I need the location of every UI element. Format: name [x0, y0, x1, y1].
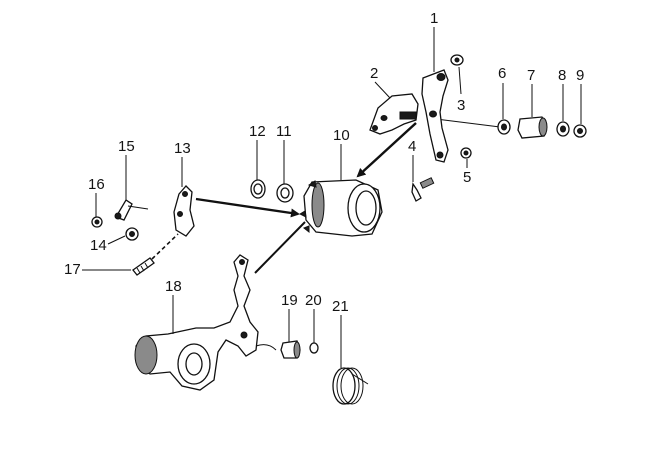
part-6-washer — [497, 119, 511, 135]
callout-label: 6 — [498, 65, 506, 82]
callout-label: 14 — [90, 237, 107, 254]
callout-label: 18 — [165, 278, 182, 295]
callout-15: 15 — [118, 138, 135, 200]
part-13-lever — [173, 185, 195, 237]
callout-label: 9 — [576, 67, 584, 84]
part-3-nut — [450, 54, 464, 66]
callout-12: 12 — [249, 123, 266, 180]
part-9-nut — [573, 124, 587, 138]
callout-3: 3 — [457, 66, 465, 114]
part-2-bracket-plate — [369, 93, 419, 135]
callout-label: 16 — [88, 176, 105, 193]
callout-18: 18 — [165, 278, 182, 334]
callout-label: 3 — [457, 97, 465, 114]
part-4-pin-clip — [411, 177, 435, 202]
callout-2: 2 — [370, 65, 391, 99]
callout-label: 20 — [305, 292, 322, 309]
callout-label: 1 — [430, 10, 438, 27]
part-10-housing — [298, 179, 383, 237]
callout-label: 11 — [276, 123, 292, 140]
callout-label: 12 — [249, 123, 266, 140]
part-17-spring-pin — [132, 257, 155, 276]
callout-5: 5 — [463, 159, 471, 186]
callout-16: 16 — [88, 176, 105, 217]
part-14-bushing — [125, 227, 139, 241]
callout-label: 5 — [463, 169, 471, 186]
callout-11: 11 — [276, 123, 292, 184]
callout-14: 14 — [90, 235, 126, 254]
callout-17: 17 — [64, 261, 131, 278]
part-12-ring — [250, 179, 266, 199]
callout-label: 7 — [527, 67, 535, 84]
part-8-washer — [556, 121, 570, 137]
callout-label: 13 — [174, 140, 191, 157]
callout-label: 21 — [332, 298, 349, 315]
callout-label: 19 — [281, 292, 298, 309]
part-15-link-rod — [114, 199, 149, 221]
arrow-13-to-10 — [195, 197, 300, 218]
part-19-sleeve — [280, 340, 301, 359]
callout-6: 6 — [498, 65, 506, 119]
callout-19: 19 — [281, 292, 298, 342]
part-21-coil-spring — [332, 367, 369, 405]
callout-label: 2 — [370, 65, 378, 82]
callout-13: 13 — [174, 140, 191, 187]
callout-label: 8 — [558, 67, 566, 84]
callout-label: 17 — [64, 261, 81, 278]
callout-8: 8 — [558, 67, 566, 121]
assembly-arrows — [151, 118, 501, 274]
callout-label: 10 — [333, 127, 350, 144]
part-18-selector-housing — [134, 254, 277, 391]
part-5-nut — [460, 147, 472, 159]
callout-10: 10 — [333, 127, 350, 180]
callout-9: 9 — [576, 67, 584, 124]
part-11-ring — [276, 183, 294, 203]
callout-7: 7 — [527, 67, 535, 117]
callout-label: 15 — [118, 138, 135, 155]
callout-4: 4 — [408, 138, 416, 182]
callout-21: 21 — [332, 298, 349, 368]
part-1-shift-lever — [421, 69, 449, 163]
callout-20: 20 — [305, 292, 322, 343]
line-10-to-18 — [254, 221, 306, 274]
callout-labels: 1 2 3 4 5 6 7 8 — [64, 10, 584, 368]
arrow-2-to-10 — [356, 122, 417, 178]
part-7-bushing — [517, 116, 548, 139]
callout-1: 1 — [430, 10, 438, 72]
line-17-to-13 — [151, 233, 179, 260]
callout-label: 4 — [408, 138, 416, 155]
line-2-to-6 — [435, 118, 501, 128]
part-20-circlip — [309, 342, 319, 354]
part-16-nut — [91, 216, 103, 228]
